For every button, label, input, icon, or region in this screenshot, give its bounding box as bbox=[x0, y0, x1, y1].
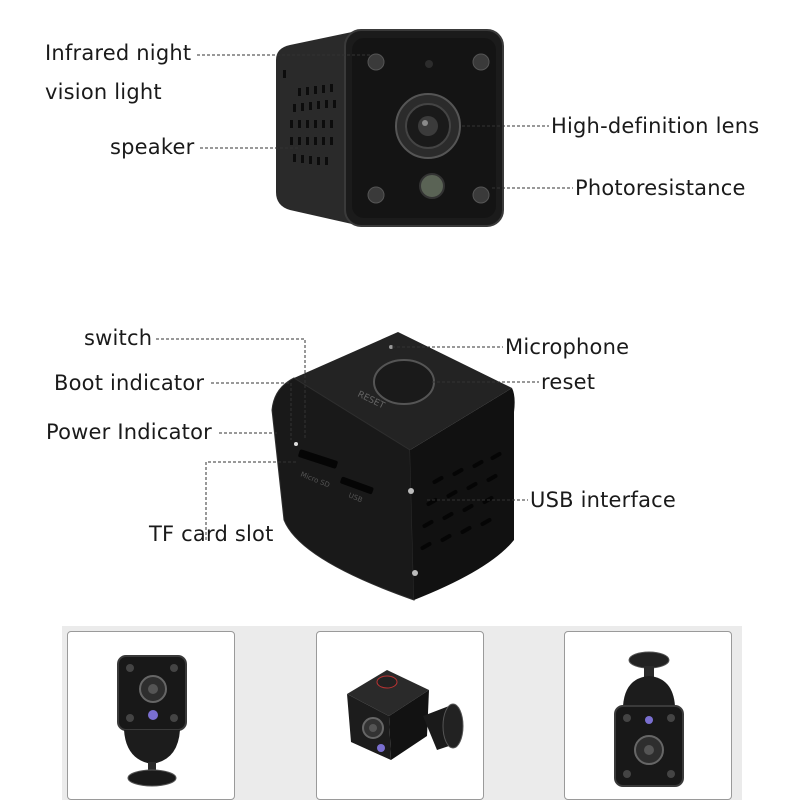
boot-indicator-label: Boot indicator bbox=[54, 371, 205, 395]
lens-label: High-definition lens bbox=[551, 114, 760, 138]
photoresistance-label: Photoresistance bbox=[575, 176, 746, 200]
reset-button bbox=[373, 359, 435, 405]
tf-card-slot-label: TF card slot bbox=[149, 522, 274, 546]
speaker-grille bbox=[290, 84, 336, 165]
infrared-label-line2: vision light bbox=[45, 80, 162, 104]
usb-interface-label: USB interface bbox=[530, 488, 677, 512]
photoresistor bbox=[419, 173, 445, 199]
microphone-label: Microphone bbox=[505, 335, 630, 359]
reset-label: reset bbox=[541, 370, 596, 394]
mount-thumbnail-1 bbox=[67, 631, 235, 800]
back-camera: RESET Micro SD USB bbox=[271, 332, 515, 601]
mount-thumbnail-2 bbox=[316, 631, 484, 800]
mount-thumbnail-3 bbox=[564, 631, 732, 800]
camera-illustrations: RESET Micro SD USB bbox=[156, 29, 573, 601]
speaker-label: speaker bbox=[110, 135, 195, 159]
front-camera bbox=[276, 29, 504, 227]
power-indicator-label: Power Indicator bbox=[46, 420, 212, 444]
switch-label: switch bbox=[84, 326, 153, 350]
infrared-label-line1: Infrared night bbox=[45, 41, 192, 65]
